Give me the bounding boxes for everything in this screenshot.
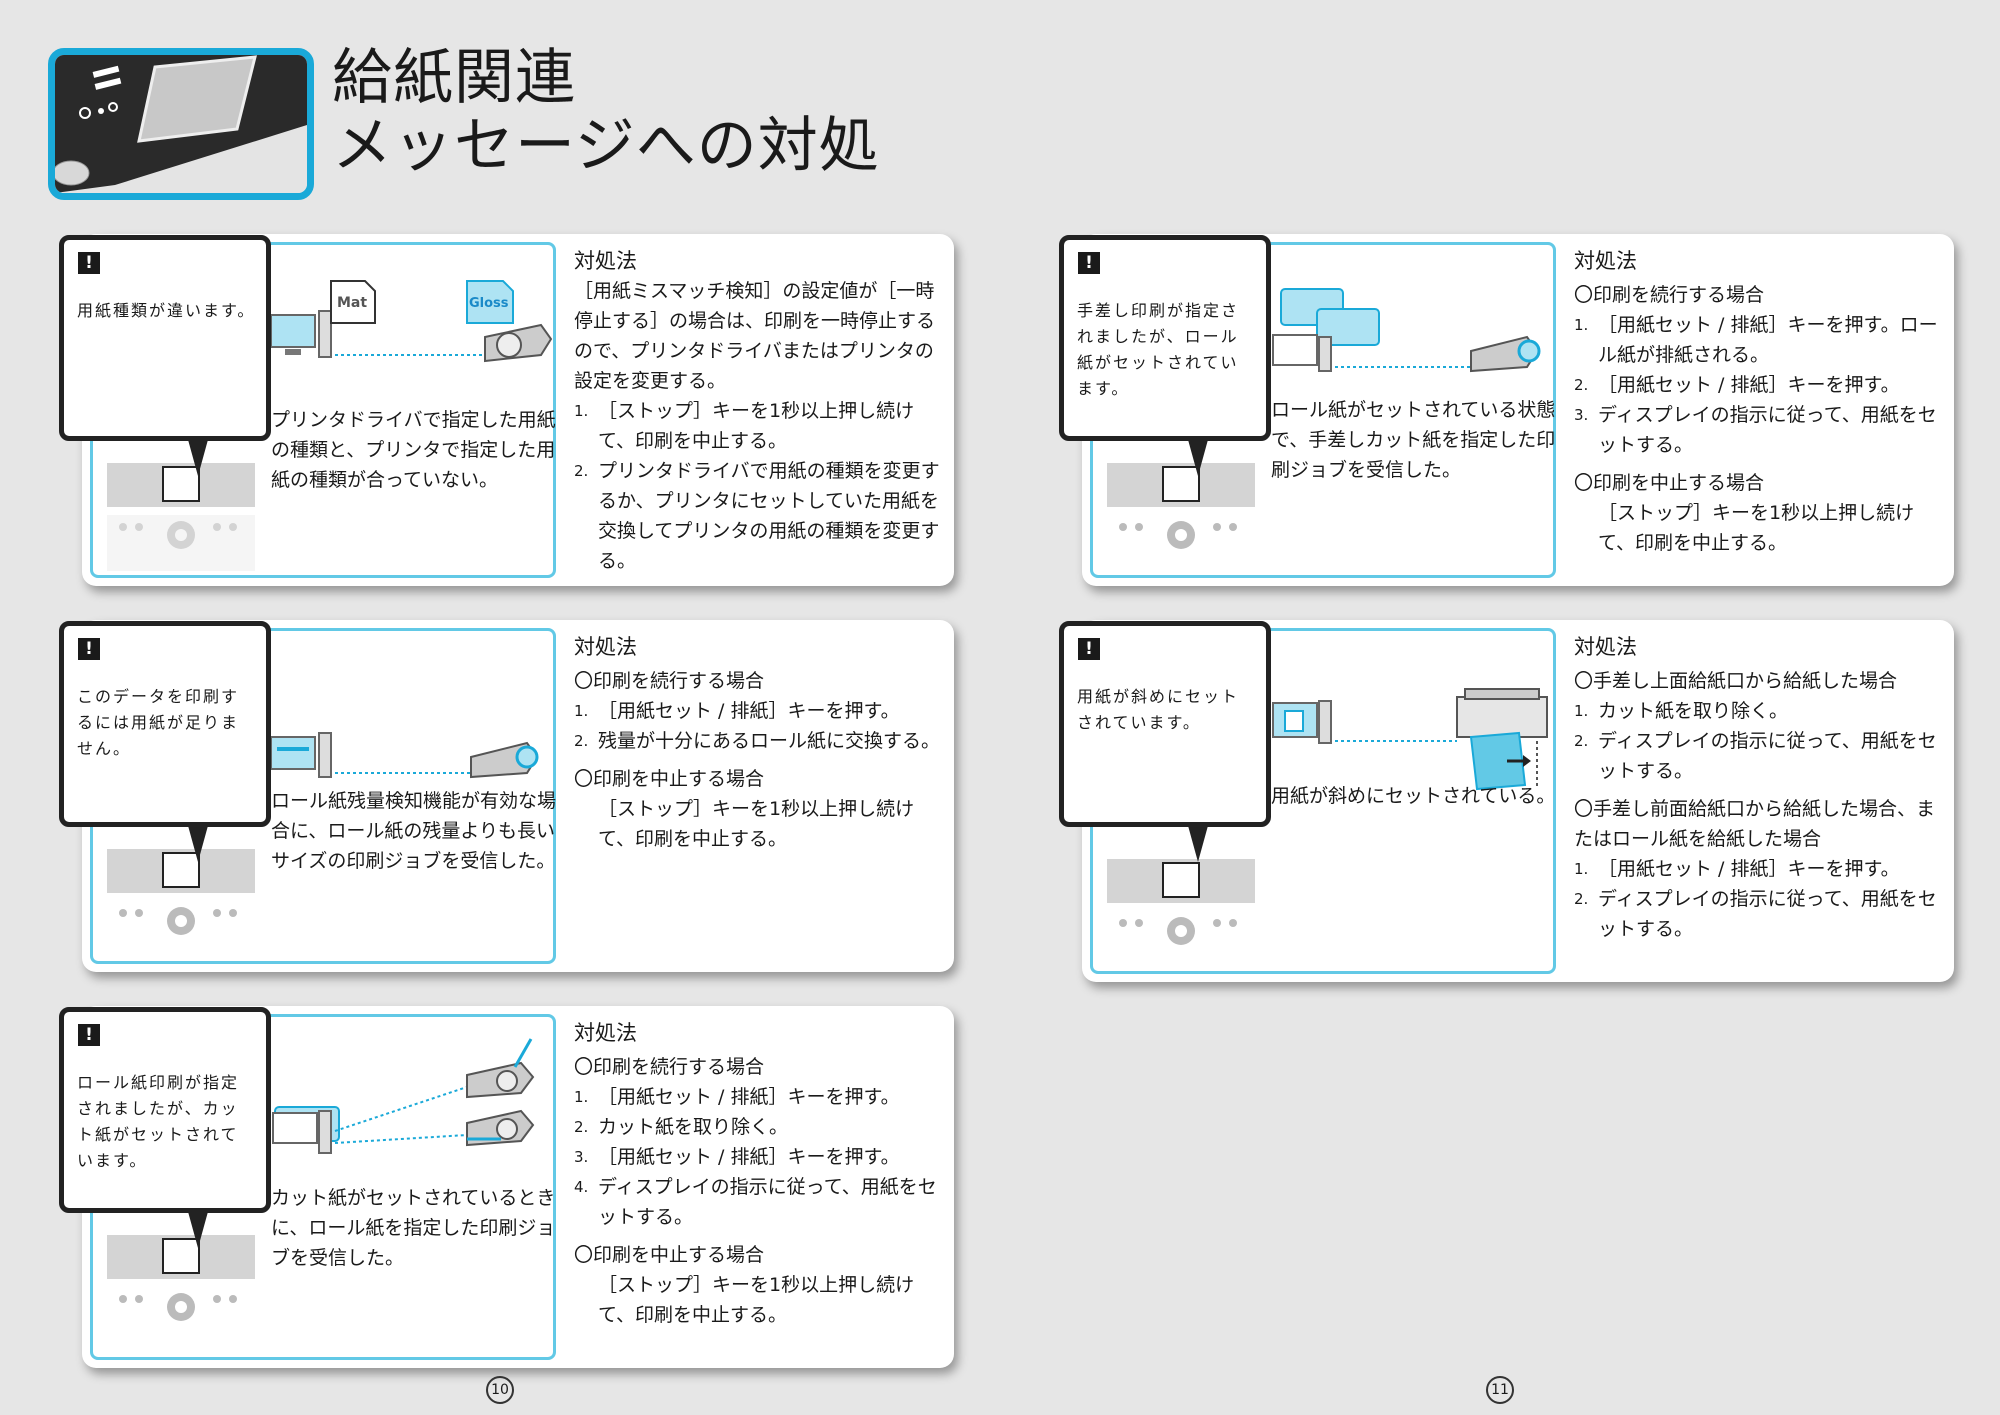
svg-text:Gloss: Gloss xyxy=(469,296,509,311)
message-card-paper-type-mismatch: ! 用紙種類が違います。 Mat Gloss プリンタドライバで指定した用紙の種… xyxy=(59,234,954,586)
solution-group-heading: 〇印刷を中止する場合 xyxy=(1574,472,1765,494)
solution-group-heading: 〇手差し前面給紙口から給紙した場合、またはロール紙を給紙した場合 xyxy=(1574,798,1936,850)
printer-illustration xyxy=(272,1038,535,1154)
solution-title: 対処法 xyxy=(1574,635,1637,659)
solution-title: 対処法 xyxy=(574,249,637,273)
warning-icon: ! xyxy=(78,1024,100,1046)
solution-title: 対処法 xyxy=(574,635,637,659)
printer-illustration xyxy=(1272,288,1541,373)
solution-step: 1.［用紙セット / 排紙］キーを押す。 xyxy=(574,1086,900,1108)
solution-section: 対処法 〇印刷を続行する場合 1.［用紙セット / 排紙］キーを押す。 2.残量… xyxy=(574,632,944,854)
message-bubble: ! 用紙が斜めにセットされています。 xyxy=(1059,621,1271,827)
control-panel-icon xyxy=(107,1235,255,1321)
solution-step: 2.［用紙セット / 排紙］キーを押す。 xyxy=(1574,374,1900,396)
solution-section: 対処法 〇手差し上面給紙口から給紙した場合 1.カット紙を取り除く。 2.ディス… xyxy=(1574,632,1944,944)
printer-panel-icon xyxy=(48,48,314,200)
bubble-tail xyxy=(1187,436,1209,476)
message-bubble: ! このデータを印刷するには用紙が足りません。 xyxy=(59,621,271,827)
solution-step: 1.カット紙を取り除く。 xyxy=(1574,700,1789,722)
message-panel: ! このデータを印刷するには用紙が足りません。 ロール紙残量検知機能が有効な場合… xyxy=(59,621,557,964)
solution-group-heading: 〇印刷を中止する場合 xyxy=(574,768,765,790)
warning-icon: ! xyxy=(78,252,100,274)
bubble-tail xyxy=(1187,822,1209,862)
printer-illustration xyxy=(271,732,539,779)
control-panel-icon xyxy=(107,463,255,571)
bubble-tail xyxy=(187,1208,209,1248)
solution-group-heading: 〇印刷を中止する場合 xyxy=(574,1244,765,1266)
page-title: 給紙関連 メッセージへの対処 xyxy=(332,43,880,181)
message-text: 用紙種類が違います。 xyxy=(77,301,256,320)
solution-title: 対処法 xyxy=(1574,249,1637,273)
solution-group-heading: 〇印刷を続行する場合 xyxy=(1574,284,1765,306)
solution-intro: ［用紙ミスマッチ検知］の設定値が［一時停止する］の場合は、印刷を一時停止するので… xyxy=(574,280,936,392)
message-card-paper-skewed: ! 用紙が斜めにセットされています。 用紙が斜めにセットされている。 対処法 〇… xyxy=(1059,620,1954,982)
message-text: このデータを印刷するには用紙が足りません。 xyxy=(77,687,240,758)
message-panel: ! 用紙が斜めにセットされています。 用紙が斜めにセットされている。 xyxy=(1059,621,1556,974)
cause-description: 用紙が斜めにセットされている。 xyxy=(1271,785,1556,807)
message-card-insufficient-paper: ! このデータを印刷するには用紙が足りません。 ロール紙残量検知機能が有効な場合… xyxy=(59,620,954,972)
solution-group-heading: 〇印刷を続行する場合 xyxy=(574,1056,765,1078)
cause-description: カット紙がセットされているときに、ロール紙を指定した印刷ジョブを受信した。 xyxy=(271,1187,556,1269)
solution-note: ［ストップ］キーを1秒以上押し続けて、印刷を中止する。 xyxy=(598,798,915,850)
printer-illustration: Mat Gloss xyxy=(271,280,553,363)
message-panel: ! ロール紙印刷が指定されましたが、カット紙がセットされています。 カット紙がセ… xyxy=(59,1007,556,1360)
page-number-left: 10 xyxy=(486,1376,514,1404)
message-text: ロール紙印刷が指定されましたが、カット紙がセットされています。 xyxy=(77,1073,240,1170)
printer-illustration xyxy=(1272,688,1548,791)
solution-section: 対処法 〇印刷を続行する場合 1.［用紙セット / 排紙］キーを押す。 2.カッ… xyxy=(574,1018,944,1330)
solution-step: 1.［用紙セット / 排紙］キーを押す。ロール紙が排紙される。 xyxy=(1574,314,1938,366)
message-text: 用紙が斜めにセットされています。 xyxy=(1077,687,1240,732)
solution-group-heading: 〇手差し上面給紙口から給紙した場合 xyxy=(1574,670,1898,692)
bubble-tail xyxy=(187,436,209,476)
solution-step: 4.ディスプレイの指示に従って、用紙をセットする。 xyxy=(574,1176,937,1228)
warning-icon: ! xyxy=(78,638,100,660)
page-number-right: 11 xyxy=(1486,1376,1514,1404)
svg-text:Mat: Mat xyxy=(337,295,367,311)
bubble-tail xyxy=(187,822,209,862)
solution-step: 2.プリンタドライバで用紙の種類を変更するか、プリンタにセットしていた用紙を交換… xyxy=(574,460,940,572)
message-panel: ! 用紙種類が違います。 Mat Gloss プリンタドライバで指定した用紙の種… xyxy=(59,235,556,578)
message-card-manual-specified-roll-loaded: ! 手差し印刷が指定されましたが、ロール紙がセットされています。 ロール紙がセッ… xyxy=(1059,234,1954,586)
solution-section: 対処法 ［用紙ミスマッチ検知］の設定値が［一時停止する］の場合は、印刷を一時停止… xyxy=(574,246,944,576)
cause-description: プリンタドライバで指定した用紙の種類と、プリンタで指定した用紙の種類が合っていな… xyxy=(271,409,556,491)
solution-step: 3.［用紙セット / 排紙］キーを押す。 xyxy=(574,1146,900,1168)
cause-description: ロール紙残量検知機能が有効な場合に、ロール紙の残量よりも長いサイズの印刷ジョブを… xyxy=(271,790,557,872)
solution-step: 2.ディスプレイの指示に従って、用紙をセットする。 xyxy=(1574,888,1937,940)
message-card-roll-specified-cut-loaded: ! ロール紙印刷が指定されましたが、カット紙がセットされています。 カット紙がセ… xyxy=(59,1006,954,1368)
warning-icon: ! xyxy=(1078,638,1100,660)
message-bubble: ! 用紙種類が違います。 xyxy=(59,235,271,441)
solution-step: 1.［用紙セット / 排紙］キーを押す。 xyxy=(1574,858,1900,880)
cause-description: ロール紙がセットされている状態で、手差しカット紙を指定した印刷ジョブを受信した。 xyxy=(1271,399,1556,481)
solution-note: ［ストップ］キーを1秒以上押し続けて、印刷を中止する。 xyxy=(1598,502,1915,554)
solution-step: 3.ディスプレイの指示に従って、用紙をセットする。 xyxy=(1574,404,1937,456)
solution-step: 2.残量が十分にあるロール紙に交換する。 xyxy=(574,730,941,752)
solution-step: 2.ディスプレイの指示に従って、用紙をセットする。 xyxy=(1574,730,1937,782)
solution-step: 1.［ストップ］キーを1秒以上押し続けて、印刷を中止する。 xyxy=(574,400,915,452)
solution-group-heading: 〇印刷を続行する場合 xyxy=(574,670,765,692)
solution-note: ［ストップ］キーを1秒以上押し続けて、印刷を中止する。 xyxy=(598,1274,915,1326)
message-bubble: ! 手差し印刷が指定されましたが、ロール紙がセットされています。 xyxy=(1059,235,1271,441)
message-panel: ! 手差し印刷が指定されましたが、ロール紙がセットされています。 ロール紙がセッ… xyxy=(1059,235,1556,578)
solution-step: 1.［用紙セット / 排紙］キーを押す。 xyxy=(574,700,900,722)
control-panel-icon xyxy=(1107,859,1255,945)
message-text: 手差し印刷が指定されましたが、ロール紙がセットされています。 xyxy=(1077,301,1240,398)
solution-title: 対処法 xyxy=(574,1021,637,1045)
control-panel-icon xyxy=(1107,463,1255,549)
warning-icon: ! xyxy=(1078,252,1100,274)
solution-section: 対処法 〇印刷を続行する場合 1.［用紙セット / 排紙］キーを押す。ロール紙が… xyxy=(1574,246,1944,558)
message-bubble: ! ロール紙印刷が指定されましたが、カット紙がセットされています。 xyxy=(59,1007,271,1213)
solution-step: 2.カット紙を取り除く。 xyxy=(574,1116,789,1138)
control-panel-icon xyxy=(107,849,255,935)
